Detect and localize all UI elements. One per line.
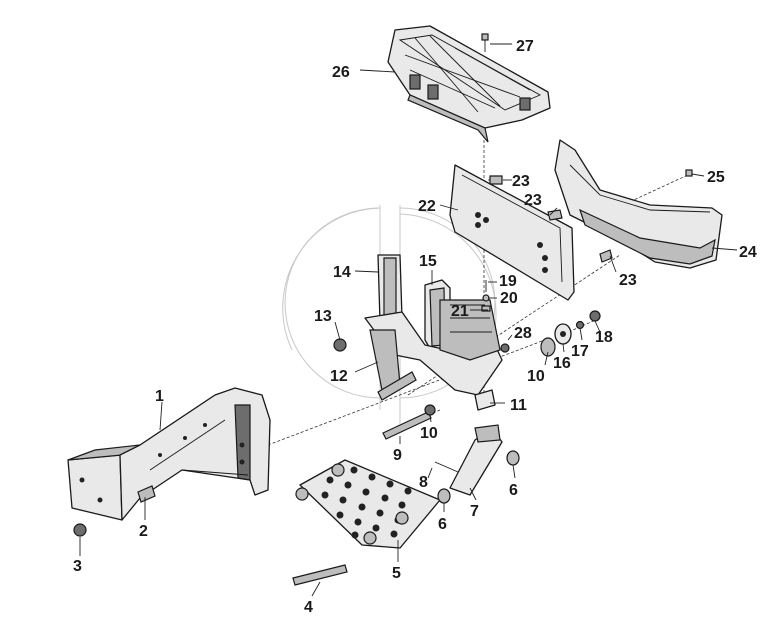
part-23-bolts: [489, 175, 613, 263]
callout-23a: 23: [512, 173, 530, 190]
part-8-rod: [434, 461, 459, 473]
callout-23b: 23: [524, 192, 542, 209]
callout-14: 14: [333, 264, 351, 281]
part-4-pin: [292, 564, 348, 586]
part-14-left-bracket: [377, 254, 403, 323]
callout-6a: 6: [438, 516, 447, 533]
callout-labels: 1 2 3 4 5 6 6 7 8 9 10 10 11 12 13 14 15…: [73, 38, 757, 616]
part-25-screw: [685, 169, 693, 177]
callout-17: 17: [571, 343, 589, 360]
callout-28: 28: [514, 325, 532, 342]
small-hardware-19-20-21-28: [481, 280, 510, 353]
callout-1: 1: [155, 388, 164, 405]
callout-20: 20: [500, 290, 518, 307]
part-1-step-frame: [67, 387, 271, 521]
callout-21: 21: [451, 303, 469, 320]
callout-7: 7: [470, 503, 479, 520]
part-7-hinge-bracket: [449, 424, 503, 496]
part-11-clip: [474, 389, 496, 411]
callout-11: 11: [510, 397, 527, 414]
callout-16: 16: [553, 355, 571, 372]
callout-27: 27: [516, 38, 534, 55]
part-2-bolt: [137, 485, 156, 503]
part-24-rear-body-panel: [554, 139, 723, 269]
axle-washers-10-16-17-18: [540, 310, 601, 357]
callout-10a: 10: [420, 425, 438, 442]
callout-3: 3: [73, 558, 82, 575]
part-26-footrest-plate: [387, 25, 551, 143]
callout-23c: 23: [619, 272, 637, 289]
part-5-footplate: [295, 459, 441, 549]
callout-15: 15: [419, 253, 437, 270]
callout-25: 25: [707, 169, 725, 186]
callout-12: 12: [330, 368, 348, 385]
callout-19: 19: [499, 273, 517, 290]
callout-22: 22: [418, 198, 436, 215]
callout-26: 26: [332, 64, 350, 81]
callout-10b: 10: [527, 368, 545, 385]
part-27-screw: [481, 33, 489, 52]
callout-leader-lines: [79, 43, 738, 597]
callout-2: 2: [139, 523, 148, 540]
callout-8: 8: [419, 474, 428, 491]
callout-5: 5: [392, 565, 401, 582]
callout-9: 9: [393, 447, 402, 464]
callout-6b: 6: [509, 482, 518, 499]
part-12-swing-arm: [364, 299, 503, 396]
callout-4: 4: [304, 599, 313, 616]
part-9-pivot-pin: [377, 371, 417, 401]
part-13-nut: [333, 338, 347, 352]
part-6-bushings: [437, 450, 520, 504]
callout-13: 13: [314, 308, 332, 325]
callout-24: 24: [739, 244, 757, 261]
part-22-mounting-plate: [449, 164, 575, 301]
part-3-nut: [73, 523, 87, 537]
callout-18: 18: [595, 329, 613, 346]
